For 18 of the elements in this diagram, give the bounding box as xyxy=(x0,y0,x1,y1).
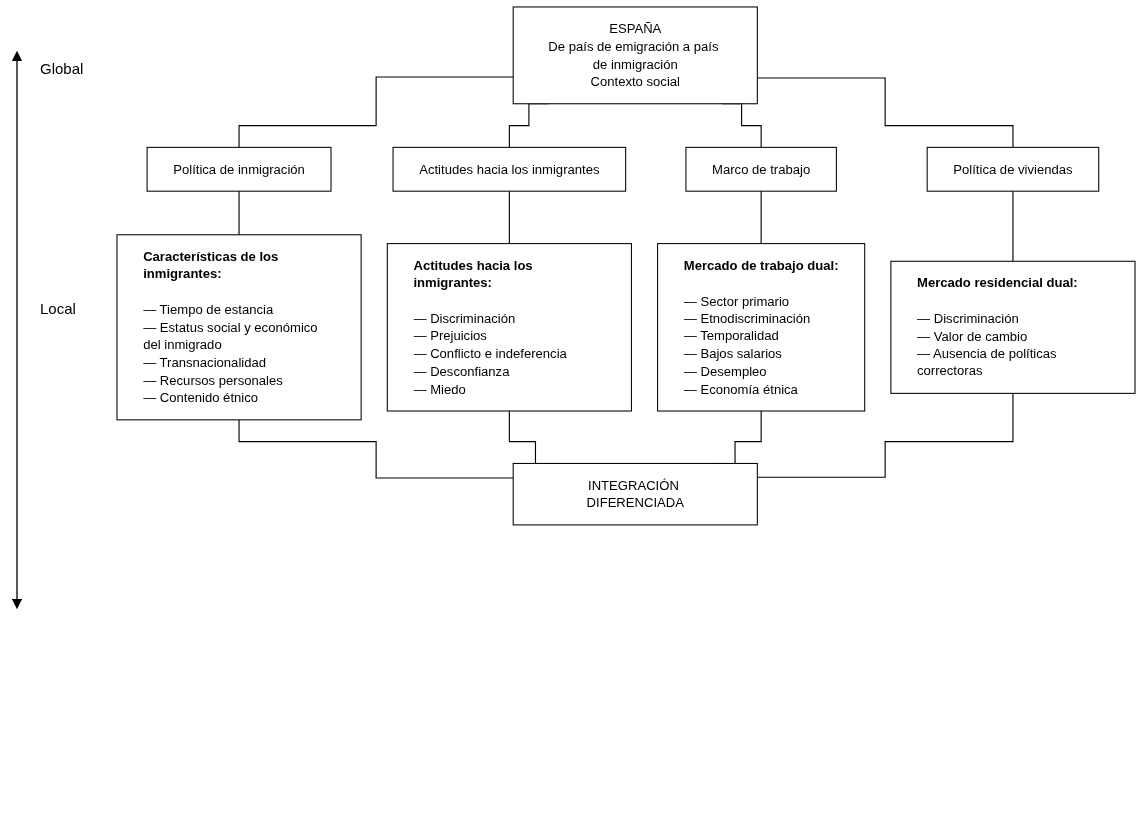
node-box: Mercado residencial dual: — Discriminación — Valor de cambio — Ausencia de políticas correctoras xyxy=(890,260,1136,394)
node-box: Actitudes hacia los inmigrantes xyxy=(392,146,627,192)
node-box: ESPAÑA De país de emigración a país de inmigración Contexto social xyxy=(512,6,758,105)
connector xyxy=(238,419,514,479)
connector xyxy=(1012,190,1014,262)
node-box: Actitudes hacia los inmigrantes: — Discriminación — Prejuicios — Conflicto e indeferencia — Desconfianza — Miedo xyxy=(386,243,632,412)
connector xyxy=(238,190,240,236)
node-box: INTEGRACIÓN DIFERENCIADA xyxy=(512,462,758,526)
level-label: Global xyxy=(40,60,84,77)
connector xyxy=(238,76,514,148)
node-box: Características de los inmigrantes: — Tiempo de estancia — Estatus social y económico del inmigrado — Transnacionalidad — Recursos personales — Contenido étnico xyxy=(116,234,362,421)
connector xyxy=(508,190,510,245)
level-label: Local xyxy=(40,300,76,317)
node-box: Mercado de trabajo dual: — Sector primario — Etnodiscriminación — Temporalidad — Bajos salarios — Desempleo — Economía étnica xyxy=(657,243,866,412)
node-box: Política de viviendas xyxy=(926,146,1100,192)
node-box: Marco de trabajo xyxy=(685,146,837,192)
connector xyxy=(760,190,762,245)
node-box: Política de inmigración xyxy=(146,146,332,192)
